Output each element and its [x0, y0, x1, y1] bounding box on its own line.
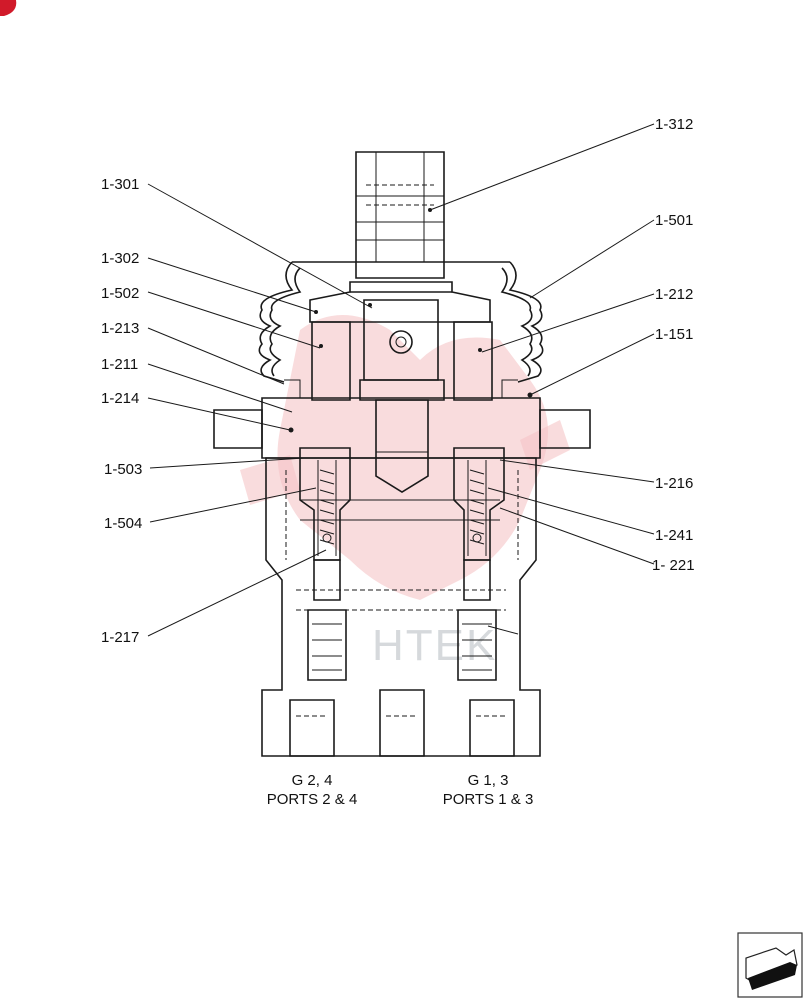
callout-1-302: 1-302 — [101, 250, 139, 267]
callout-1-241: 1-241 — [655, 527, 693, 544]
right-ports-label: PORTS 1 & 3 — [443, 791, 534, 808]
callout-1-151: 1-151 — [655, 326, 693, 343]
callout-1-502: 1-502 — [101, 285, 139, 302]
callout-1-301: 1-301 — [101, 176, 139, 193]
callout-1-503: 1-503 — [104, 461, 142, 478]
next-page-button[interactable] — [737, 932, 803, 998]
right-gauge-label: G 1, 3 — [468, 772, 509, 789]
leader-lines — [147, 123, 655, 637]
callout-1-212: 1-212 — [655, 286, 693, 303]
callout-1-217: 1-217 — [101, 629, 139, 646]
watermark-text: HTEK — [372, 621, 497, 670]
callout-1-501: 1-501 — [655, 212, 693, 229]
callout-1-504: 1-504 — [104, 515, 142, 532]
port-labels: G 2, 4 PORTS 2 & 4 G 1, 3 PORTS 1 & 3 — [267, 772, 534, 808]
callout-1-221: 1- 221 — [652, 557, 695, 574]
callout-1-211: 1-211 — [101, 356, 138, 373]
left-ports-label: PORTS 2 & 4 — [267, 791, 358, 808]
corner-mark — [0, 0, 17, 16]
callout-1-213: 1-213 — [101, 320, 139, 337]
callouts-left: 1-301 1-302 1-502 1-213 1-211 1-214 1-50… — [101, 176, 142, 646]
callouts-right: 1-312 1-501 1-212 1-151 1-216 1-241 1- 2… — [652, 116, 695, 574]
arrow-right-icon — [745, 947, 798, 990]
callout-1-216: 1-216 — [655, 475, 693, 492]
callout-1-214: 1-214 — [101, 390, 139, 407]
callout-1-312: 1-312 — [655, 116, 693, 133]
left-gauge-label: G 2, 4 — [292, 772, 333, 789]
